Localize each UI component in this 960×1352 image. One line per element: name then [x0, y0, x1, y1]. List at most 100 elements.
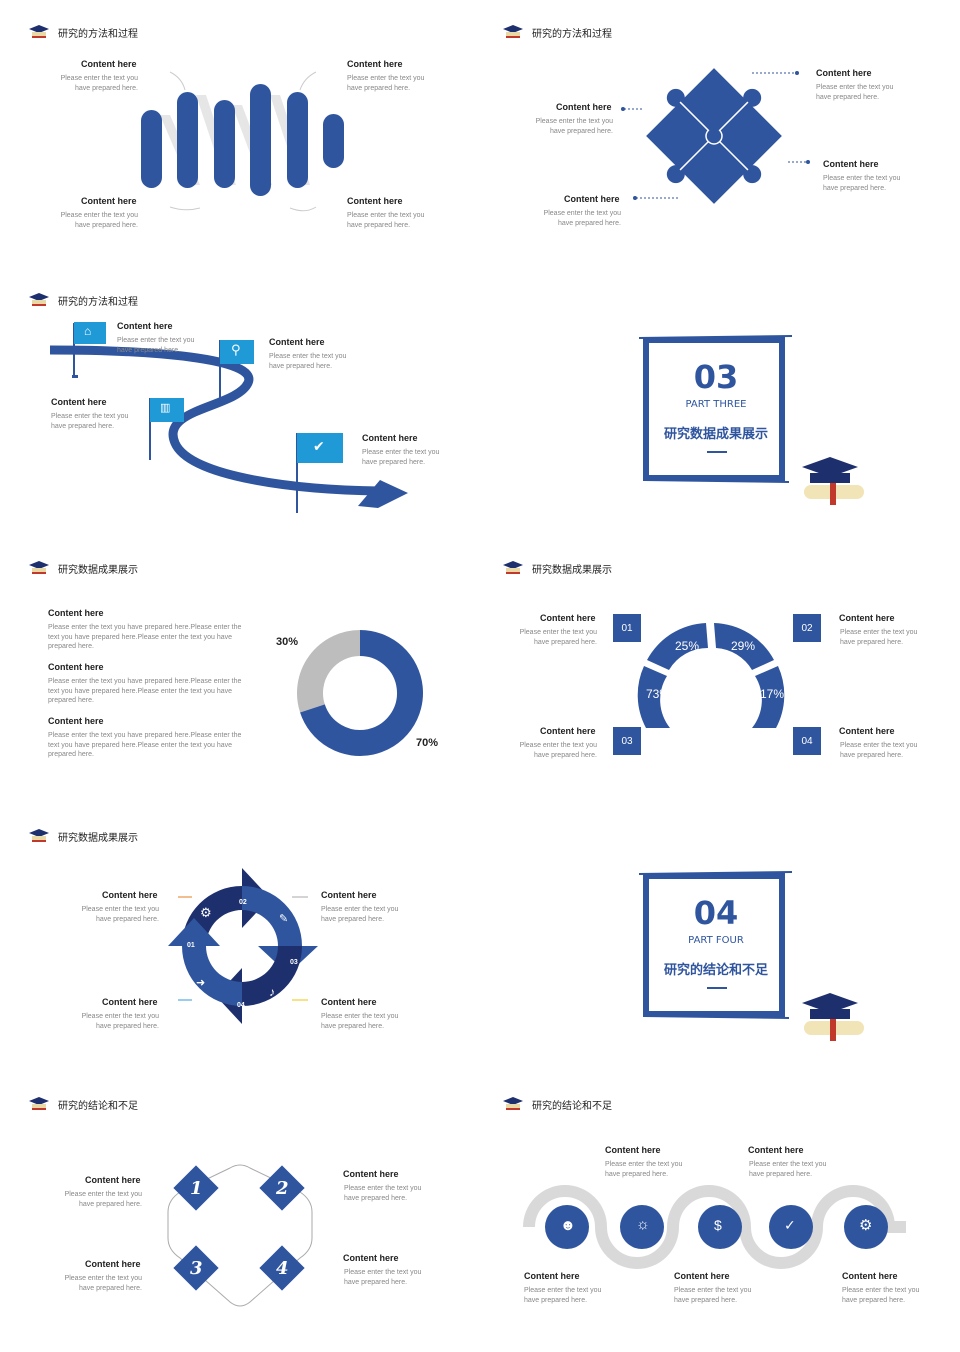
content-title: Content here — [839, 726, 895, 736]
arch-chart — [637, 623, 785, 728]
step-label: 04 — [237, 1002, 245, 1009]
content-title: Content here — [842, 1271, 898, 1281]
slide-3: 研究的方法和过程 ⌂ ⚲ ▥ ✔ Content here Please ent… — [0, 268, 480, 536]
content-desc: Please enter the text you have prepared … — [64, 1275, 142, 1292]
graduation-cap-icon — [29, 293, 49, 306]
content-desc: Please enter the text you have prepared … — [842, 1287, 920, 1304]
slide-header: 研究的结论和不足 — [28, 1094, 138, 1114]
diamond-number: 4 — [276, 1258, 289, 1279]
money-bag-icon: $ — [714, 1217, 722, 1233]
slide-8-section: 04 PART FOUR 研究的结论和不足 — [474, 804, 954, 1072]
content-title: Content here — [564, 194, 620, 204]
graduation-cap-icon — [29, 1097, 49, 1110]
content-desc: Please enter the text you have prepared … — [344, 1185, 422, 1202]
donut-slice — [300, 630, 423, 756]
section-divider — [707, 451, 727, 453]
data-label: 30% — [276, 636, 299, 648]
bar-chart-icon: ▥ — [160, 402, 171, 414]
content-title: Content here — [343, 1253, 399, 1263]
section-divider — [707, 987, 727, 989]
content-title: Content here — [362, 433, 418, 443]
content-title: Content here — [343, 1169, 399, 1179]
content-desc: Please enter the text you have prepared … — [816, 84, 894, 101]
content-desc: Please enter the text you have prepared … — [823, 175, 901, 192]
slide-7: 研究数据成果展示 Content here Please enter the t… — [0, 804, 480, 1072]
content-desc: Please enter the text you have prepared … — [605, 1161, 683, 1178]
diamond-number: 2 — [276, 1178, 289, 1199]
step-box: 03 — [613, 727, 641, 755]
slide-header: 研究的结论和不足 — [502, 1094, 612, 1114]
graduation-cap-icon — [503, 25, 523, 38]
slide-4-section: 03 PART THREE 研究数据成果展示 — [474, 268, 954, 536]
section-title: 研究的结论和不足 — [663, 963, 768, 978]
content-title: Content here — [321, 997, 377, 1007]
puzzle-graphic — [621, 68, 810, 204]
content-title: Content here — [85, 1259, 141, 1269]
content-desc: Please enter the text you have prepared … — [524, 1287, 602, 1304]
slide-header: 研究数据成果展示 — [28, 826, 138, 846]
donut-chart — [297, 630, 423, 756]
content-title: Content here — [839, 613, 895, 623]
section-part: PART FOUR — [688, 935, 744, 946]
content-title: Content here — [321, 890, 377, 900]
content-title: Content here — [81, 196, 137, 206]
edit-icon: ✎ — [279, 913, 289, 925]
step-box: 02 — [793, 614, 821, 642]
slide-header: 研究的方法和过程 — [502, 22, 612, 42]
brush-frame — [638, 871, 793, 1019]
data-label: 17% — [760, 687, 785, 701]
content-desc: Please enter the text you have prepared … — [749, 1161, 827, 1178]
content-desc: Please enter the text you have prepared … — [117, 337, 195, 354]
content-desc: Please enter the text you have prepared … — [347, 212, 425, 229]
content-title: Content here — [540, 613, 596, 623]
content-desc: Please enter the text you have prepared … — [48, 624, 242, 650]
step-label: 02 — [239, 899, 247, 906]
bars-graphic — [141, 71, 344, 212]
slide-10: 研究的结论和不足 Content here Please enter the t… — [474, 1072, 954, 1340]
slide-2: 研究的方法和过程 Content here Please enter the t… — [474, 0, 954, 268]
content-title: Content here — [102, 890, 158, 900]
diamond-number: 1 — [190, 1178, 203, 1199]
graduation-cap-icon — [29, 829, 49, 842]
content-desc: Please enter the text you have prepared … — [48, 732, 242, 758]
search-icon: ⚲ — [231, 342, 241, 357]
content-desc: Please enter the text you have prepared … — [269, 353, 347, 370]
settings-icon: ⚙ — [859, 1217, 873, 1234]
content-desc: Please enter the text you have prepared … — [48, 678, 242, 704]
road-graphic — [49, 322, 408, 513]
slide-title: 研究的结论和不足 — [58, 1100, 138, 1112]
brush-frame — [638, 335, 793, 483]
slide-title: 研究的结论和不足 — [532, 1100, 612, 1112]
content-title: Content here — [540, 726, 596, 736]
content-title: Content here — [816, 68, 872, 78]
content-desc: Please enter the text you have prepared … — [519, 629, 597, 646]
content-title: Content here — [48, 716, 104, 726]
slide-title: 研究数据成果展示 — [532, 564, 612, 576]
content-title: Content here — [269, 337, 325, 347]
thumbs-up-icon: ✓ — [784, 1217, 796, 1233]
content-title: Content here — [556, 102, 612, 112]
content-desc: Please enter the text you have prepared … — [347, 75, 425, 92]
cycle-graphic — [168, 868, 318, 1024]
step-box: 04 — [793, 727, 821, 755]
slide-header: 研究的方法和过程 — [28, 290, 138, 310]
content-title: Content here — [81, 59, 137, 69]
content-desc: Please enter the text you have prepared … — [840, 629, 918, 646]
slide-title: 研究的方法和过程 — [58, 296, 138, 308]
slide-title: 研究的方法和过程 — [532, 28, 612, 40]
content-desc: Please enter the text you have prepared … — [543, 210, 621, 227]
content-title: Content here — [823, 159, 879, 169]
content-desc: Please enter the text you have prepared … — [321, 906, 399, 923]
lightbulb-icon: ☼ — [636, 1216, 650, 1233]
user-icon: ☻ — [560, 1217, 576, 1234]
slide-title: 研究数据成果展示 — [58, 564, 138, 576]
content-title: Content here — [605, 1145, 661, 1155]
content-desc: Please enter the text you have prepared … — [60, 75, 138, 92]
content-desc: Please enter the text you have prepared … — [535, 118, 613, 135]
diamond-number: 3 — [190, 1258, 203, 1279]
content-title: Content here — [102, 997, 158, 1007]
data-label: 73% — [646, 687, 671, 701]
content-title: Content here — [347, 59, 403, 69]
slide-header: 研究数据成果展示 — [502, 558, 612, 578]
slide-header: 研究的方法和过程 — [28, 22, 138, 42]
